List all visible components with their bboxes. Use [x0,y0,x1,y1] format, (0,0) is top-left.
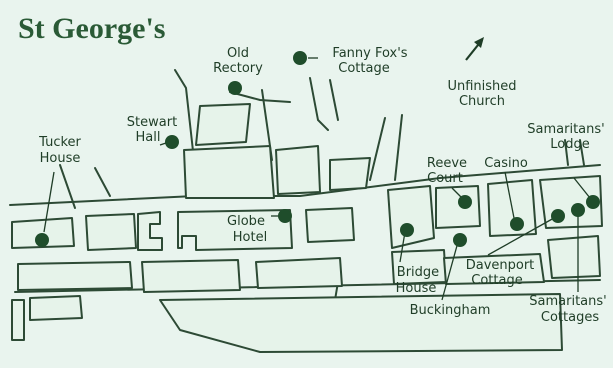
label-old-rectory-2: Rectory [213,61,263,76]
label-samaritans-lodge-2: Lodge [550,137,589,152]
label-davenport-cottage-2: Cottage [471,273,522,288]
unfinished-church-label-1: Unfinished [447,79,516,94]
block-centre-east [305,207,355,243]
label-bridge-house-1: Bridge [397,265,439,280]
block-west-middle [85,213,137,251]
marker-fanny-foxs-cottage[interactable] [293,51,307,65]
marker-buckingham[interactable] [453,233,467,247]
marker-samaritans-lodge[interactable] [586,195,600,209]
label-samaritans-cottages-1: Samaritans' [529,294,606,309]
label-bridge-house-2: House [396,281,437,296]
marker-globe-hotel[interactable] [278,209,292,223]
unfinished-church-label-2: Church [459,94,505,109]
block-reeve-inner [435,185,481,229]
marker-samaritans-cottages[interactable] [571,203,585,217]
block-south-strip-east [443,253,545,285]
north-arrow[interactable] [465,37,484,61]
place-labels: Old Rectory Fanny Fox's Cottage Stewart … [38,46,607,325]
block-west-strip [11,217,75,249]
label-buckingham: Buckingham [410,303,491,318]
label-fanny-foxs-cottage-1: Fanny Fox's [332,46,407,61]
block-north-centre [183,145,275,199]
label-fanny-foxs-cottage-2: Cottage [338,61,389,76]
block-reeve-court [387,185,435,249]
building-blocks [11,103,603,353]
marker-old-rectory[interactable] [228,81,242,95]
marker-reeve-court[interactable] [458,195,472,209]
label-samaritans-cottages-2: Cottages [541,310,599,325]
block-south-west-b [141,259,241,293]
label-reeve-court-1: Reeve [427,156,467,171]
block-south-west-a [17,261,133,291]
leader-lines [43,57,591,301]
block-west-comb [137,211,163,251]
label-tucker-house-2: House [40,151,81,166]
label-globe-hotel-2: Hotel [233,230,267,245]
marker-bridge-house[interactable] [400,223,414,237]
marker-davenport-cottage[interactable] [551,209,565,223]
block-south-small [29,295,83,321]
label-casino: Casino [484,156,528,171]
marker-stewart-hall[interactable] [165,135,179,149]
label-samaritans-lodge-1: Samaritans' [527,122,604,137]
label-globe-hotel-1: Globe [227,214,265,229]
block-fox-area [275,145,321,195]
label-davenport-cottage-1: Davenport [466,258,535,273]
place-markers [35,51,600,247]
block-southern-band [159,293,563,353]
block-old-rectory-area [195,103,251,146]
block-globe-hotel [177,209,293,251]
label-tucker-house-1: Tucker [38,135,81,150]
label-reeve-court-2: Court [427,171,463,186]
block-south-east [547,235,601,279]
marker-casino[interactable] [510,217,524,231]
label-stewart-hall-1: Stewart [127,115,177,130]
block-far-south-west [11,299,25,341]
block-south-centre [255,257,343,289]
marker-tucker-house[interactable] [35,233,49,247]
block-reeve-north [329,157,371,191]
map-title: St George's [18,12,165,45]
label-old-rectory-1: Old [227,46,249,61]
label-stewart-hall-2: Hall [136,130,161,145]
